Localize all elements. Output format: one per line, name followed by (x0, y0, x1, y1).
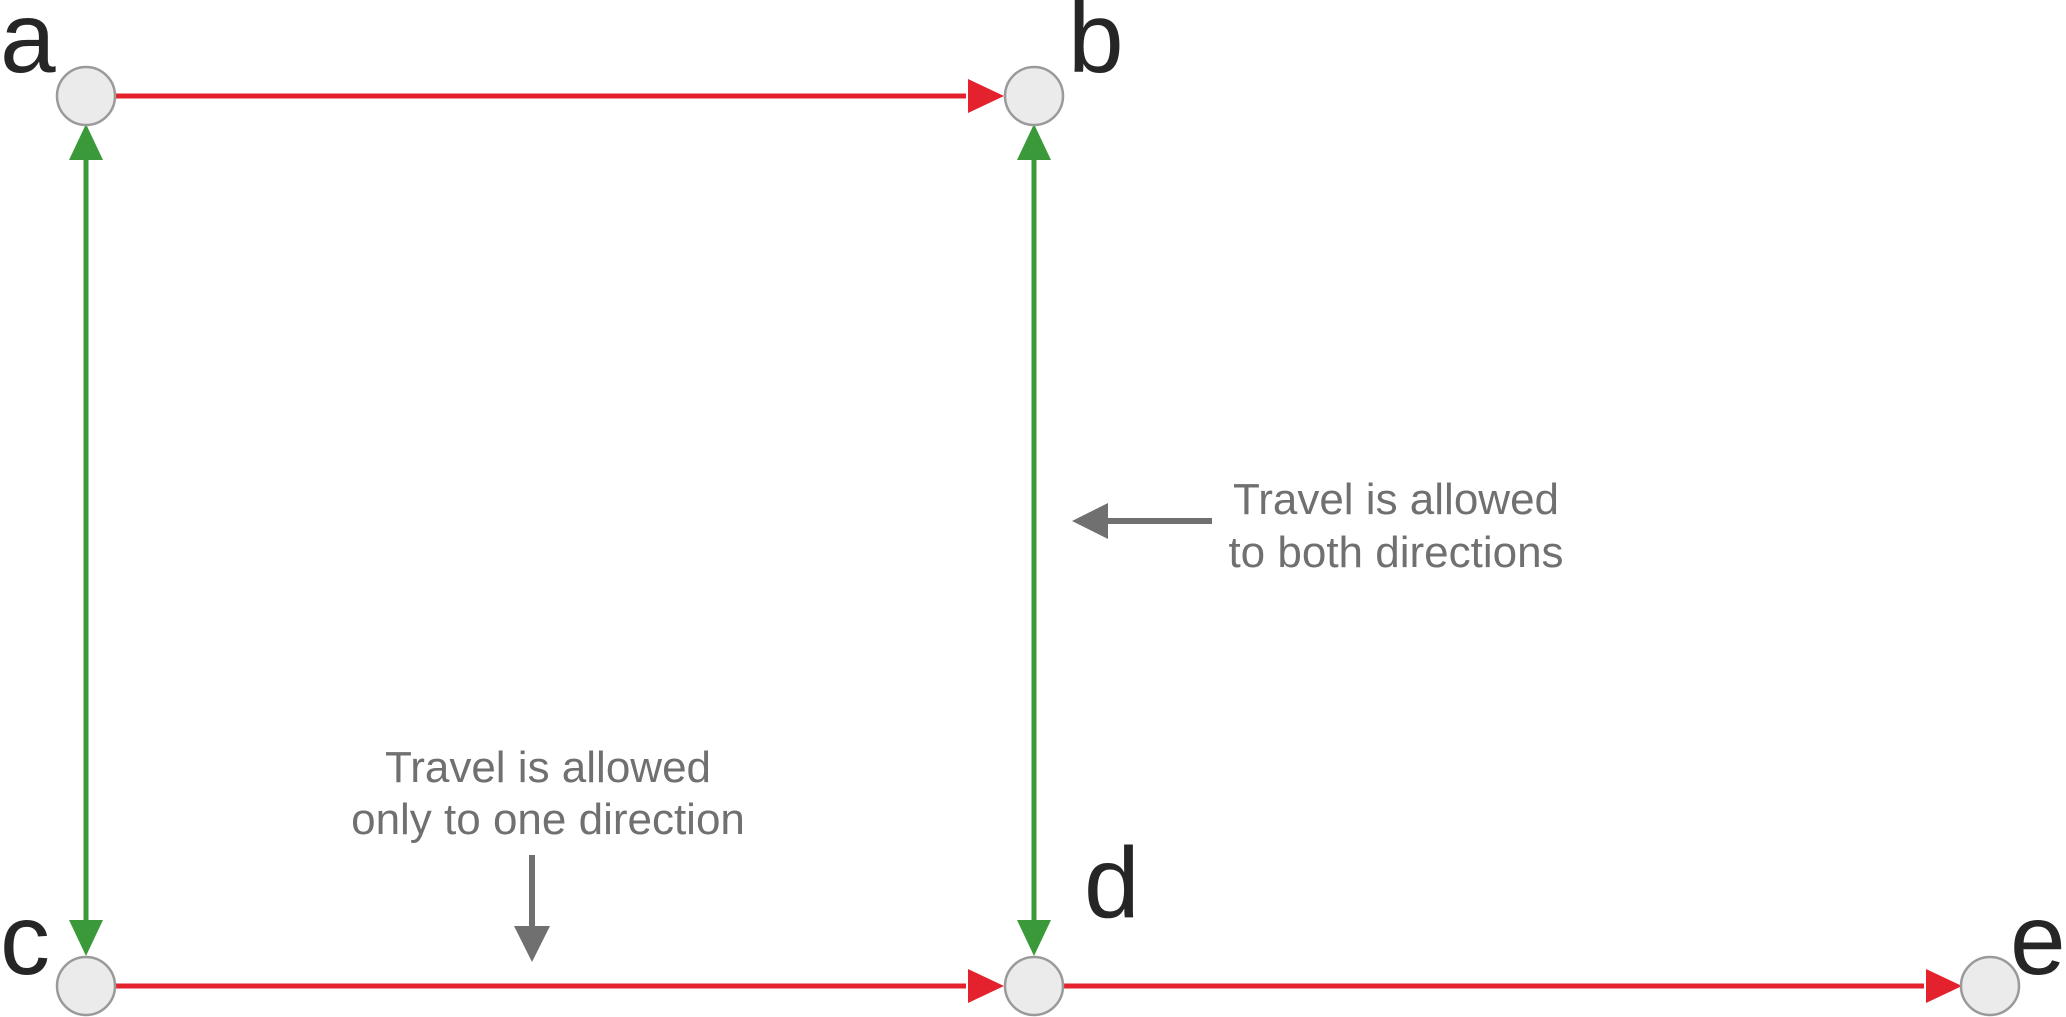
edge-a-to-b (116, 79, 1004, 113)
annotation-arrow-one-direction (514, 855, 550, 962)
node-c (55, 955, 117, 1017)
annotation-arrow-both-directions (1072, 503, 1212, 539)
node-label-b: b (1068, 0, 1124, 94)
node-a (55, 65, 117, 127)
node-label-c: c (0, 884, 50, 996)
node-label-a: a (0, 0, 56, 94)
note-both-directions-line1: Travel is allowed (1233, 475, 1559, 524)
note-one-direction-line2: only to one direction (351, 795, 745, 844)
edge-d-to-e (1064, 969, 1962, 1003)
node-b (1003, 65, 1065, 127)
note-both-directions-line2: to both directions (1228, 528, 1563, 577)
edge-c-to-d (116, 969, 1004, 1003)
edge-a-c-bidirectional (69, 124, 103, 956)
edge-b-d-bidirectional (1017, 124, 1051, 956)
node-label-d: d (1084, 827, 1140, 939)
note-one-direction-line1: Travel is allowed (385, 743, 711, 792)
node-e (1959, 955, 2021, 1017)
node-d (1003, 955, 1065, 1017)
node-label-e: e (2010, 884, 2066, 996)
